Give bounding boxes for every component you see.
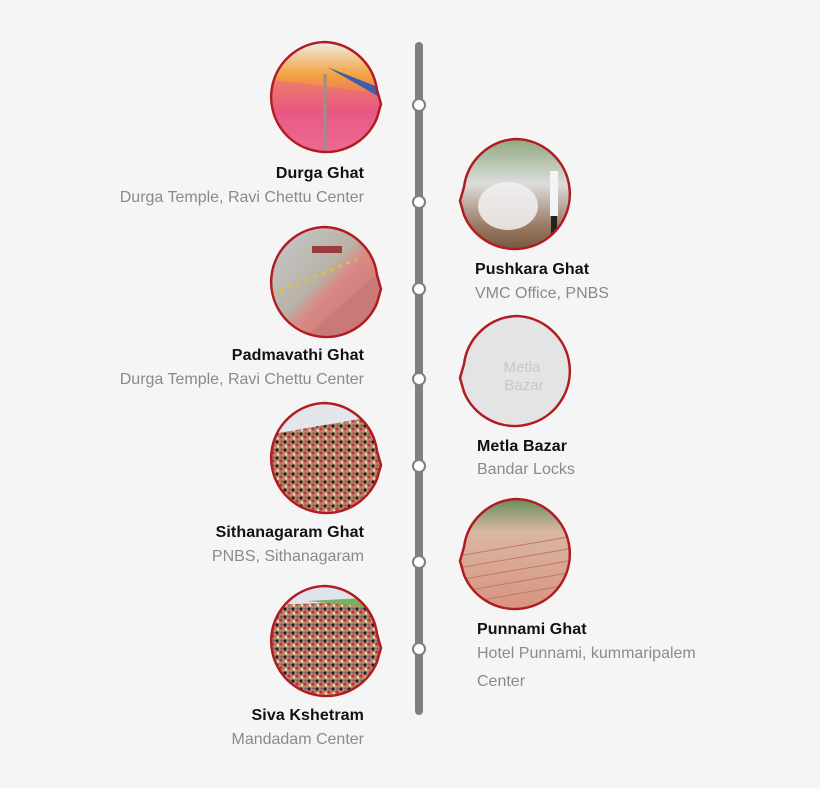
location-subtitle: PNBS, Sithanagaram [211,548,364,565]
timeline-node [412,372,426,386]
location-title: Sithanagaram Ghat [215,524,364,541]
location-subtitle-line2: Center [477,673,526,690]
location-subtitle: Hotel Punnami, kummaripalem [477,645,696,662]
location-photo-bubble [458,136,588,256]
timeline-node [412,555,426,569]
location-title: Punnami Ghat [477,621,587,638]
location-photo-bubble [267,400,397,520]
location-photo-bubble [267,224,397,344]
location-photo-bubble [267,39,397,159]
location-subtitle: Durga Temple, Ravi Chettu Center [119,371,364,388]
timeline-node [412,642,426,656]
placeholder-label: Metla [504,359,541,376]
location-title: Pushkara Ghat [475,261,590,278]
timeline-node [412,195,426,209]
location-subtitle: Bandar Locks [477,461,575,478]
location-subtitle: Mandadam Center [231,731,364,748]
location-title: Durga Ghat [275,165,364,182]
timeline-node [412,98,426,112]
location-subtitle: VMC Office, PNBS [475,285,609,302]
location-photo-bubble [267,583,397,703]
location-photo-bubble [458,496,588,616]
location-title: Padmavathi Ghat [231,347,364,364]
placeholder-label: Bazar [504,377,543,394]
timeline-node [412,459,426,473]
timeline-node [412,282,426,296]
location-photo-bubble: Metla Bazar [458,313,588,433]
location-subtitle: Durga Temple, Ravi Chettu Center [119,189,364,206]
location-title: Metla Bazar [477,438,568,455]
location-title: Siva Kshetram [251,707,364,724]
